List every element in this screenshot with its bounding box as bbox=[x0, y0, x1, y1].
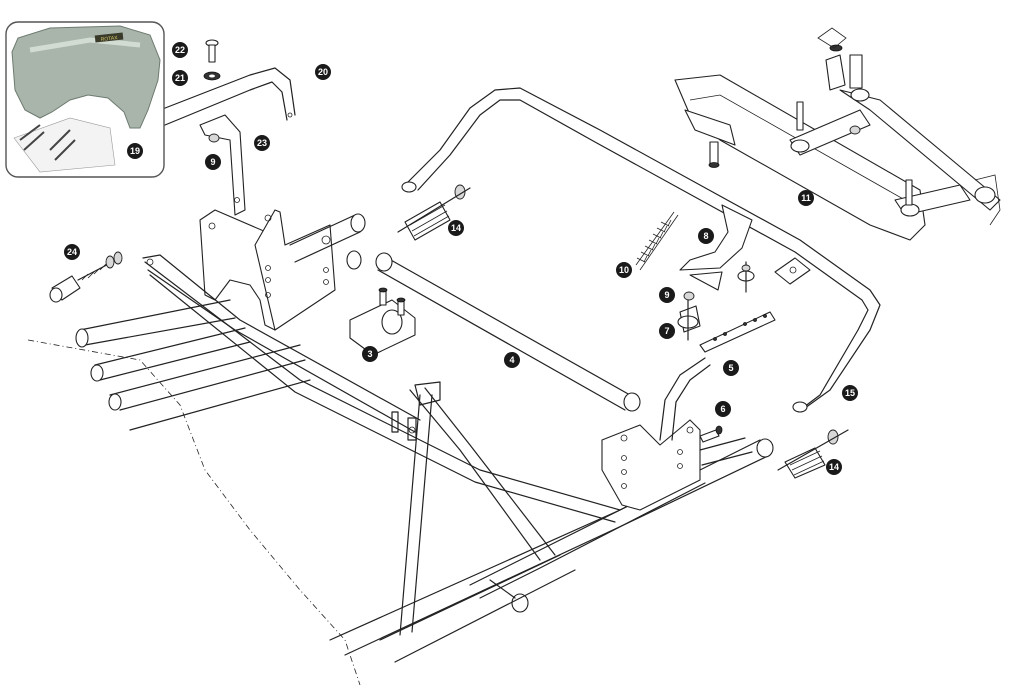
right-axle-bracket bbox=[601, 419, 753, 511]
washer-21 bbox=[203, 71, 221, 81]
svg-text:7: 7 bbox=[664, 326, 669, 336]
bolt-22 bbox=[205, 39, 219, 63]
plate-8 bbox=[679, 204, 753, 291]
left-axle-bracket bbox=[199, 209, 366, 331]
svg-text:8: 8 bbox=[703, 231, 708, 241]
silent-mount-7 bbox=[677, 299, 701, 341]
callout-8: 8 bbox=[698, 228, 714, 244]
svg-text:10: 10 bbox=[619, 265, 629, 275]
bumper-stud-24 bbox=[49, 251, 123, 303]
callout-4: 4 bbox=[504, 352, 520, 368]
rear-bumper-bracket bbox=[159, 67, 296, 126]
svg-text:14: 14 bbox=[829, 462, 839, 472]
callout-19: 19 bbox=[127, 143, 143, 159]
callout-11: 11 bbox=[798, 190, 814, 206]
svg-text:14: 14 bbox=[451, 223, 461, 233]
callout-22: 22 bbox=[172, 42, 188, 58]
flat-bar-5 bbox=[699, 311, 776, 353]
clamp-3 bbox=[349, 287, 416, 356]
chain-guard-cover bbox=[11, 25, 161, 129]
callout-5: 5 bbox=[723, 360, 739, 376]
callout-23: 23 bbox=[254, 135, 270, 151]
bolt-6 bbox=[699, 425, 723, 443]
svg-text:11: 11 bbox=[801, 193, 811, 203]
svg-text:4: 4 bbox=[509, 355, 514, 365]
inset-hardware-bag bbox=[13, 117, 116, 173]
mount-bracket bbox=[199, 114, 246, 216]
callout-20: 20 bbox=[315, 64, 331, 80]
silent-block-14-left bbox=[397, 184, 471, 241]
svg-text:24: 24 bbox=[67, 247, 77, 257]
nut-9-center bbox=[683, 291, 695, 301]
silent-mount-8b bbox=[737, 261, 755, 293]
callout-3: 3 bbox=[362, 346, 378, 362]
callout-6: 6 bbox=[715, 401, 731, 417]
front-bar bbox=[142, 254, 421, 433]
svg-text:9: 9 bbox=[664, 290, 669, 300]
svg-text:6: 6 bbox=[720, 404, 725, 414]
svg-text:5: 5 bbox=[728, 363, 733, 373]
silent-block-14-right bbox=[777, 429, 849, 479]
callout-7: 7 bbox=[659, 323, 675, 339]
callout-14-right: 14 bbox=[826, 459, 842, 475]
svg-text:22: 22 bbox=[175, 45, 185, 55]
nut-9-top bbox=[208, 133, 220, 143]
callout-14-left: 14 bbox=[448, 220, 464, 236]
svg-text:21: 21 bbox=[175, 73, 185, 83]
callout-9-center: 9 bbox=[659, 287, 675, 303]
tab-plate bbox=[774, 257, 811, 285]
svg-text:9: 9 bbox=[210, 157, 215, 167]
callout-15: 15 bbox=[842, 385, 858, 401]
callout-24: 24 bbox=[64, 244, 80, 260]
callout-9-top: 9 bbox=[205, 154, 221, 170]
svg-text:3: 3 bbox=[367, 349, 372, 359]
spring-10 bbox=[635, 211, 679, 271]
seat-support-bar bbox=[401, 87, 881, 441]
svg-text:20: 20 bbox=[318, 67, 328, 77]
svg-text:23: 23 bbox=[257, 138, 267, 148]
callout-10: 10 bbox=[616, 262, 632, 278]
inset-panel bbox=[5, 21, 165, 178]
svg-text:15: 15 bbox=[845, 388, 855, 398]
svg-text:19: 19 bbox=[130, 146, 140, 156]
callout-21: 21 bbox=[172, 70, 188, 86]
cross-tube bbox=[375, 252, 641, 412]
seat-strut-11 bbox=[674, 27, 1001, 241]
inset-badge-text: ROTAX bbox=[101, 35, 119, 43]
ground-line bbox=[27, 339, 361, 685]
